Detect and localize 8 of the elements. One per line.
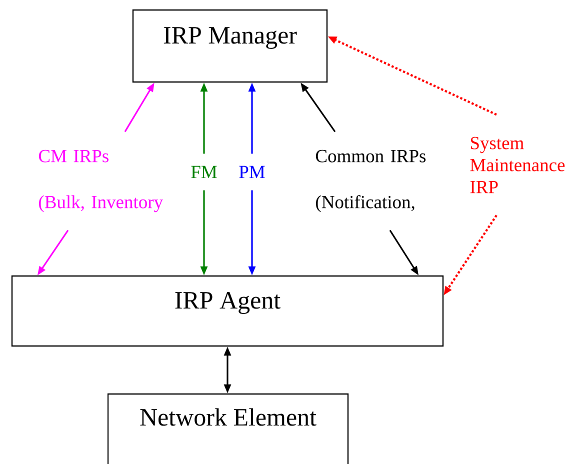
process-box: IRP Manager: [132, 9, 328, 83]
text-label: PM: [239, 166, 265, 178]
text-label: CM IRPs (Bulk, Inventory: [38, 150, 163, 212]
process-box: IRP Agent: [11, 275, 444, 347]
process-box: Network Element: [107, 393, 349, 464]
text-label: Common IRPs (Notification,: [316, 150, 426, 212]
text-label: FM: [191, 166, 217, 178]
text-label: System Maintenance IRP: [470, 136, 565, 194]
